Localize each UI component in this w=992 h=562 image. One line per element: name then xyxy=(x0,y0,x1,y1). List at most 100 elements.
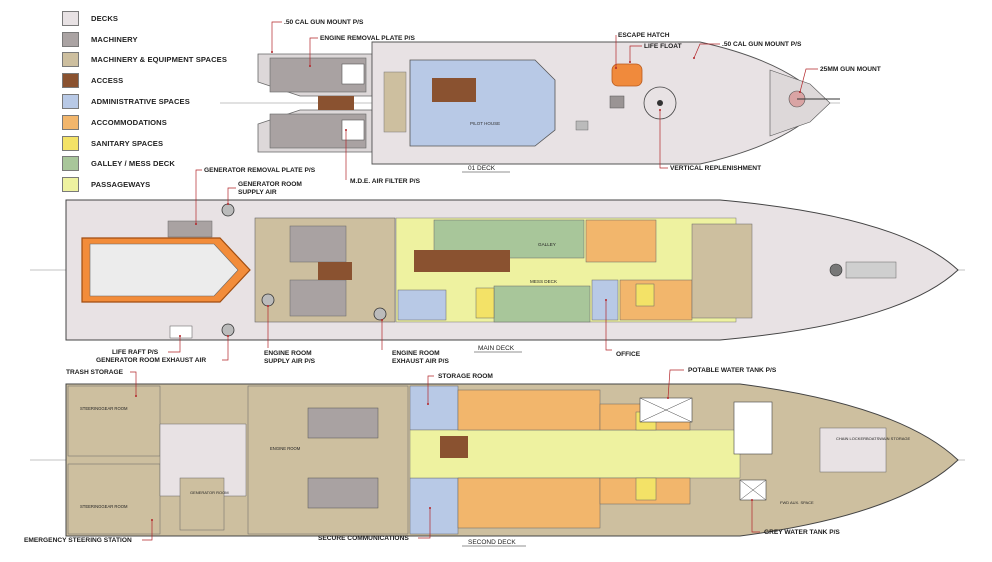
leader xyxy=(142,518,154,541)
legend-swatch xyxy=(62,114,79,130)
legend-label: DECKS xyxy=(91,13,119,23)
engine-exhaust-vent xyxy=(373,307,387,321)
access-stair-pilot-house xyxy=(432,78,476,102)
callout-vertical-replenishment: VERTICAL REPLENISHMENT xyxy=(670,165,761,172)
leader xyxy=(628,45,642,64)
generator-room-label: GENERATOR ROOM xyxy=(190,490,229,495)
leader xyxy=(130,371,138,398)
deck-01-title: 01 DECK xyxy=(468,165,496,172)
accommodation-main-stbd xyxy=(619,279,693,321)
leader xyxy=(604,298,612,351)
rescue-boat-interior xyxy=(89,243,239,297)
leader xyxy=(270,21,282,54)
callout-life-float: LIFE FLOAT xyxy=(644,43,682,50)
mde-air-filter-port xyxy=(341,63,365,85)
callout-escape-hatch: ESCAPE HATCH xyxy=(618,32,670,39)
storage-room xyxy=(409,385,459,431)
access-main-aft xyxy=(318,262,352,280)
leader xyxy=(692,43,720,60)
engine-room-label: ENGINE ROOM xyxy=(270,446,301,451)
escape-hatch xyxy=(609,95,625,109)
legend-swatch xyxy=(62,177,79,193)
second-deck-plan: STEERINGGEAR ROOM STEERINGGEAR ROOM GENE… xyxy=(30,383,965,547)
machinery-stbd xyxy=(289,279,347,317)
second-deck-title: SECOND DECK xyxy=(468,539,516,546)
callout-trash-storage: TRASH STORAGE xyxy=(66,369,124,376)
equipment-space-01 xyxy=(383,71,407,133)
legend-item-passageways: PASSAGEWAYS xyxy=(62,174,242,195)
legend-swatch xyxy=(62,94,79,110)
leader xyxy=(750,498,760,533)
deck-machinery-bow xyxy=(845,261,897,279)
life-raft xyxy=(169,325,193,339)
main-deck-plan: GALLEY MESS DECK MAIN DECK xyxy=(30,199,965,353)
legend-swatch xyxy=(62,52,79,68)
legend-label: MACHINERY & EQUIPMENT SPACES xyxy=(91,55,227,65)
legend-label: PASSAGEWAYS xyxy=(91,180,151,190)
callout-engine-exhaust-1: ENGINE ROOM xyxy=(392,350,440,357)
callout-generator-supply-2: SUPPLY AIR xyxy=(238,189,277,196)
callout-gun-mount-fwd: .50 CAL GUN MOUNT P/S xyxy=(722,41,802,48)
generator-exhaust-vent xyxy=(221,323,235,337)
leader xyxy=(226,187,236,206)
generator-supply-vent xyxy=(221,203,235,217)
callout-life-raft: LIFE RAFT P/S xyxy=(112,349,159,356)
callout-engine-removal-plate: ENGINE REMOVAL PLATE P/S xyxy=(320,35,415,42)
access-ladder-01 xyxy=(318,96,354,110)
callout-engine-supply-2: SUPPLY AIR P/S xyxy=(264,358,316,365)
callout-engine-supply-1: ENGINE ROOM xyxy=(264,350,312,357)
legend-swatch xyxy=(62,156,79,172)
leader xyxy=(418,506,432,539)
callout-secure-communications: SECURE COMMUNICATIONS xyxy=(318,535,409,542)
callout-leaders xyxy=(130,21,818,541)
chain-locker-space xyxy=(819,427,887,473)
legend-item-decks: DECKS xyxy=(62,8,242,29)
leader xyxy=(168,334,182,353)
pilot-house-label: PILOT HOUSE xyxy=(470,121,500,126)
tank-cross-4 xyxy=(739,479,767,501)
legend-swatch xyxy=(62,10,79,26)
steering-gear-room-stbd xyxy=(67,463,161,535)
engine-supply-vent xyxy=(261,293,275,307)
legend-item-administrative: ADMINISTRATIVE SPACES xyxy=(62,91,242,112)
accommodation-second-port-1 xyxy=(457,389,601,431)
sanitary-main-1 xyxy=(475,287,495,319)
steering-gear-room-port xyxy=(67,385,161,457)
equipment-forward-main xyxy=(691,223,753,319)
steering-gear-bottom-label: STEERINGGEAR ROOM xyxy=(80,504,128,509)
access-second xyxy=(440,436,468,458)
legend-label: ACCOMMODATIONS xyxy=(91,117,167,127)
leader xyxy=(222,334,230,361)
callout-emergency-steering: EMERGENCY STEERING STATION xyxy=(24,537,132,544)
chain-locker-label: CHAIN LOCKER xyxy=(836,436,866,441)
boatswain-storage-label: BOATSWAIN STORAGE xyxy=(866,436,910,441)
callout-storage-room: STORAGE ROOM xyxy=(438,373,493,380)
main-deck-title: MAIN DECK xyxy=(478,345,515,352)
callout-engine-exhaust-2: EXHAUST AIR P/S xyxy=(392,358,450,365)
legend: DECKS MACHINERY MACHINERY & EQUIPMENT SP… xyxy=(62,8,242,195)
forward-tank xyxy=(733,401,773,455)
legend-label: ADMINISTRATIVE SPACES xyxy=(91,97,190,107)
legend-label: MACHINERY xyxy=(91,34,138,44)
callout-mde-air-filter: M.D.E. AIR FILTER P/S xyxy=(350,178,421,185)
legend-swatch xyxy=(62,135,79,151)
legend-item-access: ACCESS xyxy=(62,70,242,91)
tank-cross-2 xyxy=(639,397,693,423)
leader xyxy=(194,169,202,226)
legend-item-galley-mess: GALLEY / MESS DECK xyxy=(62,154,242,175)
legend-swatch xyxy=(62,73,79,89)
main-engine-port xyxy=(307,407,379,439)
callout-generator-exhaust: GENERATOR ROOM EXHAUST AIR xyxy=(96,357,206,364)
callout-generator-supply-1: GENERATOR ROOM xyxy=(238,181,302,188)
deck-equipment xyxy=(575,120,589,131)
access-main-stair xyxy=(414,250,510,272)
callout-grey-water: GREY WATER TANK P/S xyxy=(764,529,840,536)
generator-room xyxy=(179,477,225,531)
sanitary-second-stbd xyxy=(635,477,657,501)
legend-label: GALLEY / MESS DECK xyxy=(91,159,175,169)
mess-deck-label: MESS DECK xyxy=(530,279,558,284)
steering-gear-top-label: STEERINGGEAR ROOM xyxy=(80,406,128,411)
anchor-windlass xyxy=(829,263,843,277)
secure-communications-room xyxy=(409,477,459,535)
